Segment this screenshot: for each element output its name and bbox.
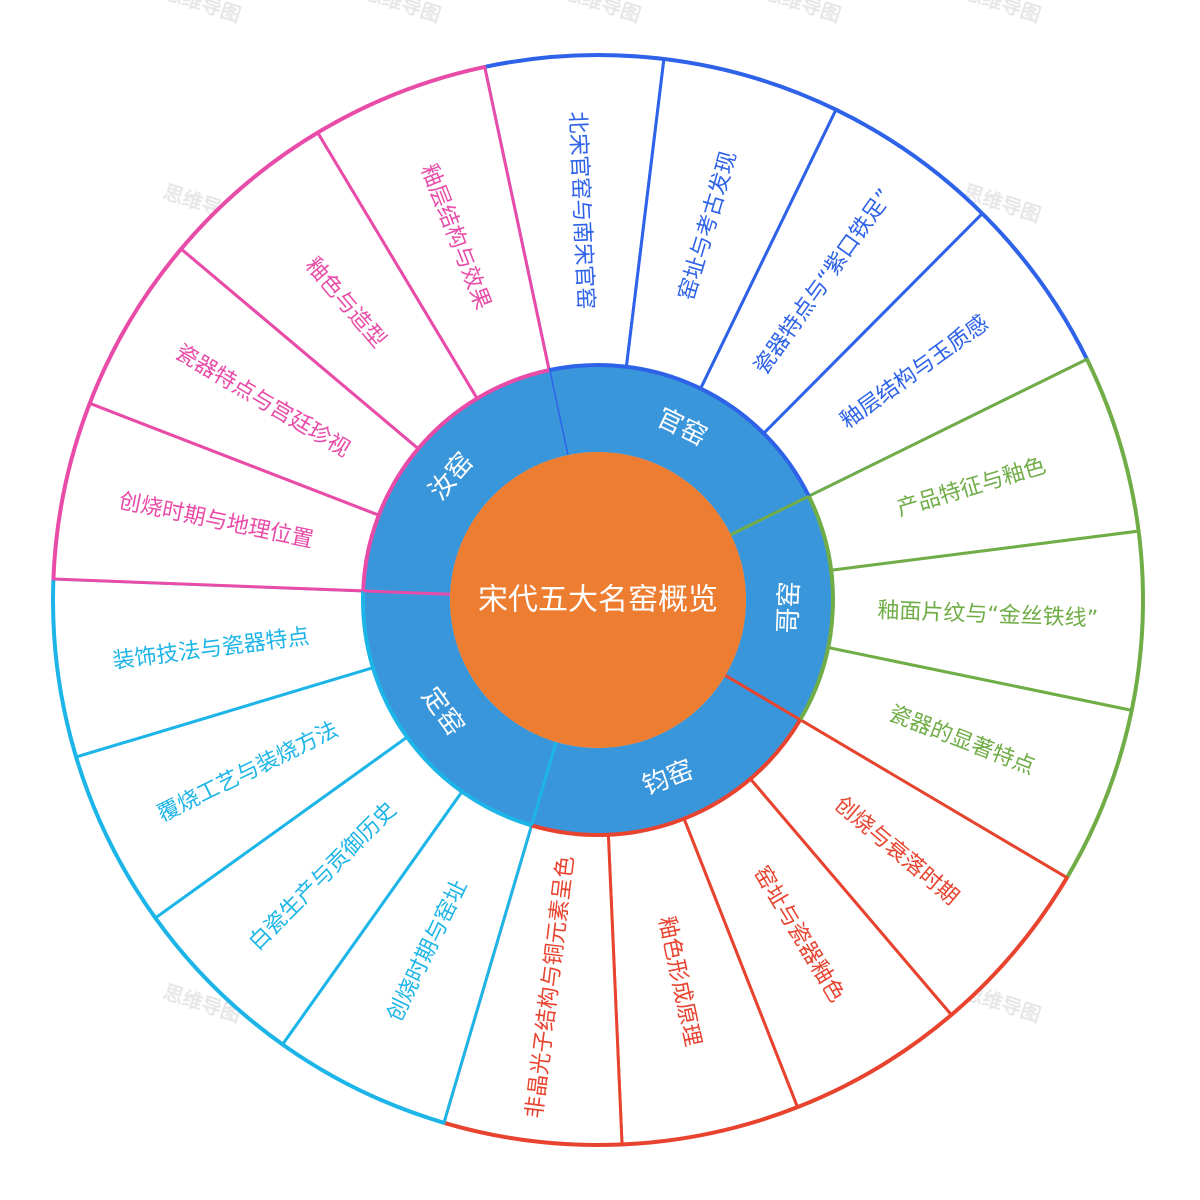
branch-segment-0[interactable] bbox=[549, 365, 809, 535]
branch-ring-edge-4 bbox=[361, 368, 550, 592]
branch-outer-arc-1 bbox=[1065, 358, 1145, 879]
leaf-ring: 北宋官窑与南宋官窑窑址与考古发现瓷器特点与“紫口铁足”釉层结构与玉质感产品特征与… bbox=[51, 53, 1145, 1147]
center-title: 宋代五大名窑概览 bbox=[478, 583, 718, 618]
branch-outer-arc-3 bbox=[51, 578, 445, 1125]
branch-ring-edge-0 bbox=[548, 363, 811, 498]
watermark-text: 思维导图 bbox=[960, 0, 1044, 27]
branch-divider-3 bbox=[530, 741, 558, 826]
center-circle[interactable] bbox=[450, 452, 746, 748]
branch-ring-edge-1 bbox=[798, 495, 835, 721]
branch-divider-4 bbox=[363, 589, 451, 596]
branch-divider-2 bbox=[724, 674, 801, 722]
branch-ring-edge-3 bbox=[361, 590, 533, 828]
branch-label-1: 哥窑 bbox=[773, 581, 805, 634]
branch-outer-arc-4 bbox=[51, 64, 486, 580]
branch-ring-edge-2 bbox=[531, 718, 802, 837]
watermark-text: 思维导图 bbox=[560, 0, 644, 27]
center-node[interactable]: 宋代五大名窑概览 bbox=[450, 452, 746, 748]
branch-segment-2[interactable] bbox=[531, 675, 801, 835]
branch-divider-1 bbox=[730, 494, 810, 536]
branch-outer-arc-2 bbox=[443, 876, 1069, 1147]
branch-outer-arc-0 bbox=[484, 53, 1089, 361]
branch-segment-1[interactable] bbox=[725, 496, 834, 720]
watermark-text: 思维导图 bbox=[760, 0, 844, 27]
branch-segment-4[interactable] bbox=[363, 370, 568, 595]
branch-segment-3[interactable] bbox=[362, 590, 557, 826]
watermark-text: 思维导图 bbox=[160, 0, 244, 27]
watermark-text: 思维导图 bbox=[360, 0, 444, 27]
